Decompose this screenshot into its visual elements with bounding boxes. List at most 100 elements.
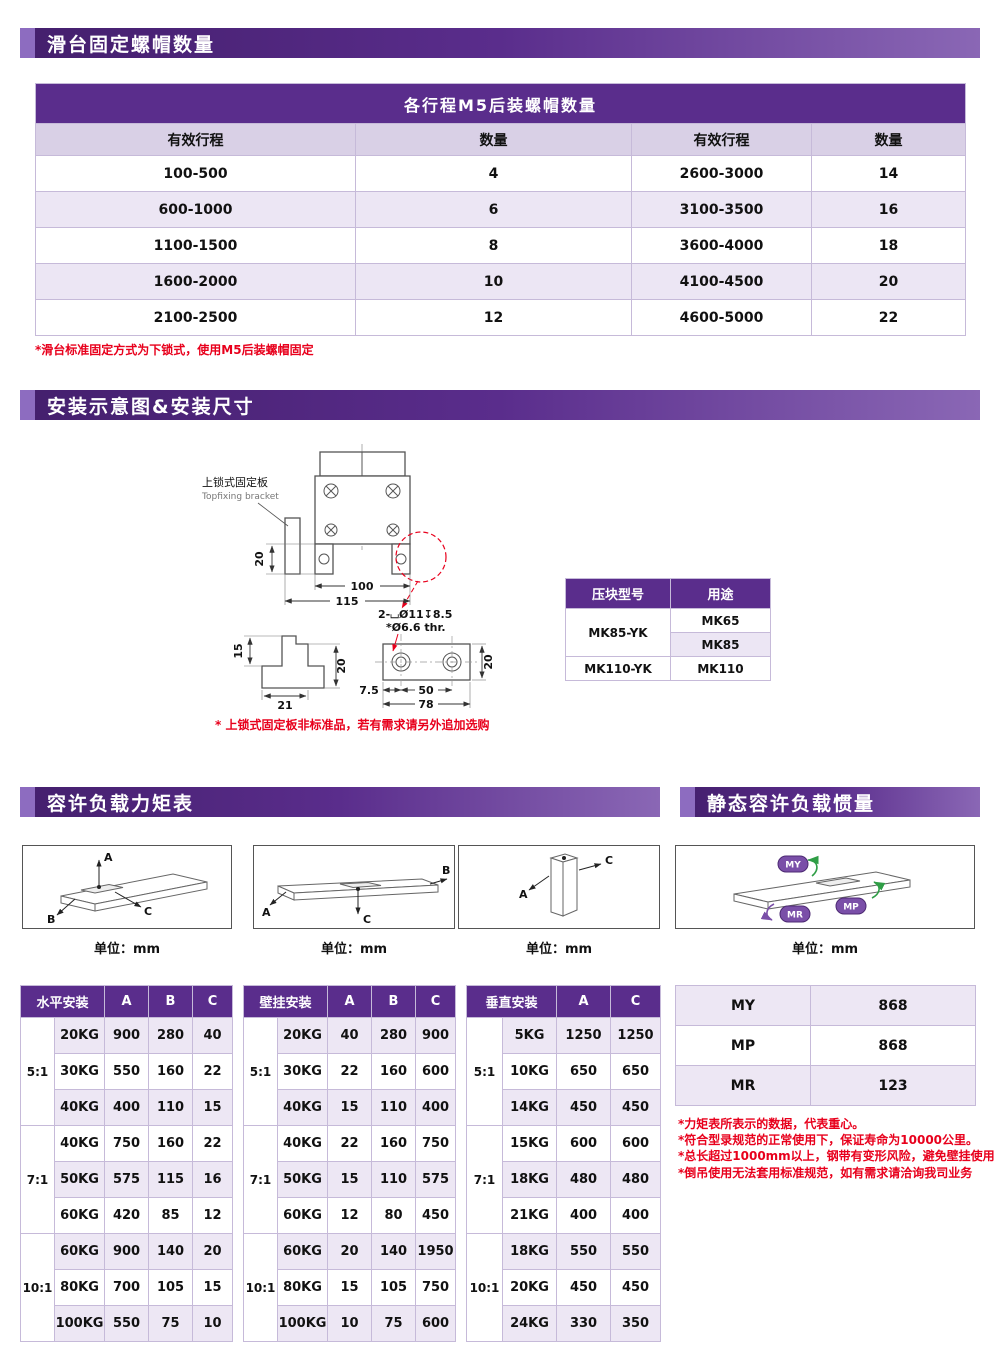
table-cell: MP (675, 1025, 811, 1066)
axis-label-a: A (519, 888, 528, 901)
table-cell: 868 (810, 1025, 976, 1066)
rotation-arrow-my (807, 855, 819, 877)
column-header: 有效行程 (631, 123, 812, 156)
table-cell: 60KG (53, 1233, 106, 1270)
section-header-installation: 安装示意图&安装尺寸 (20, 390, 980, 420)
ratio-cell: 7:1 (466, 1125, 503, 1234)
table-title-row: 各行程M5后装螺帽数量 (35, 83, 966, 124)
table-cell: 123 (810, 1065, 976, 1106)
table-cell: 900 (104, 1017, 150, 1054)
table-cell: 50KG (276, 1161, 329, 1198)
table-cell: 115 (148, 1161, 194, 1198)
note-line: *倒吊使用无法套用标准规范，如有需求请洽询我司业务 (678, 1165, 973, 1180)
table-cell: 280 (371, 1017, 417, 1054)
table-cell: 22 (192, 1125, 234, 1162)
moment-label-mr: MR (787, 911, 803, 921)
table-cell: 22 (811, 299, 966, 336)
vertical-mount-diagram: A C (519, 853, 613, 917)
table-cell: 16 (192, 1161, 234, 1198)
moment-label-my: MY (785, 861, 801, 871)
axis-label-c: C (363, 913, 371, 926)
table-cell: 10 (355, 263, 632, 300)
table-cell: 40 (327, 1017, 373, 1054)
axis-label-a: A (262, 906, 271, 919)
table-cell: 1950 (415, 1233, 457, 1270)
horizontal-mount-box: A B C (22, 845, 232, 929)
table-cell: 12 (355, 299, 632, 336)
table-cell: 75 (148, 1305, 194, 1342)
wall-mount-box: A B C (253, 845, 455, 929)
dimension-label: 21 (277, 699, 292, 712)
table-cell: 80KG (53, 1269, 106, 1306)
section-title: 静态容许负载惯量 (707, 792, 876, 815)
table-cell: 450 (556, 1089, 612, 1126)
bracket-label-en: Topfixing bracket (201, 492, 279, 502)
moment-table-notes: *力矩表所表示的数据，代表重心。 *符合型录规范的正常使用下，保证寿命为1000… (678, 1116, 995, 1181)
table-cell: 160 (371, 1053, 417, 1090)
table-cell: 15 (192, 1089, 234, 1126)
table-cell: 20KG (276, 1017, 329, 1054)
moment-pills: MY MP MR (777, 855, 867, 923)
table-cell: 350 (610, 1305, 662, 1342)
table-cell: 24KG (501, 1305, 558, 1342)
table-cell: 110 (371, 1089, 417, 1126)
column-header: C (415, 985, 457, 1018)
table-cell: 1250 (556, 1017, 612, 1054)
table-cell: 30KG (53, 1053, 106, 1090)
table-cell: 14KG (501, 1089, 558, 1126)
table-cell: 40KG (53, 1089, 106, 1126)
block-use-cell: MK110 (670, 656, 771, 681)
table-cell: 140 (371, 1233, 417, 1270)
axis-label-c: C (605, 854, 613, 867)
table-cell: 40KG (276, 1125, 329, 1162)
table-cell: 330 (556, 1305, 612, 1342)
table-cell: 30KG (276, 1053, 329, 1090)
table-row: MK110-YK MK110 (565, 656, 771, 681)
dimension-label: 115 (336, 595, 359, 608)
section-header-nut-count: 滑台固定螺帽数量 (20, 28, 980, 58)
table-cell: 4 (355, 155, 632, 192)
table-cell: 15KG (501, 1125, 558, 1162)
table-cell: 15 (327, 1269, 373, 1306)
note-line: *力矩表所表示的数据，代表重心。 (678, 1117, 865, 1131)
table-cell: 868 (810, 985, 976, 1026)
table-cell: 420 (104, 1197, 150, 1234)
bracket-label-cn: 上锁式固定板 (202, 475, 268, 489)
table-cell: 18KG (501, 1233, 558, 1270)
table-cell: 20 (811, 263, 966, 300)
table-cell: 550 (556, 1233, 612, 1270)
slide-body-front-view (284, 451, 411, 575)
table-cell: 10KG (501, 1053, 558, 1090)
block-model-cell: MK85-YK (565, 608, 671, 657)
rotation-arrow-mr (760, 903, 775, 921)
section-header-load-moment: 容许负载力矩表 (20, 787, 660, 817)
column-header: 数量 (811, 123, 966, 156)
table-cell: 105 (371, 1269, 417, 1306)
table-cell: 1100-1500 (35, 227, 356, 264)
table-cell: 400 (556, 1197, 612, 1234)
ratio-cell: 7:1 (20, 1125, 55, 1234)
counterbore-label: 2-⌴Ø11↧8.5 (378, 608, 452, 621)
table-cell: 3600-4000 (631, 227, 812, 264)
column-header: B (148, 985, 194, 1018)
